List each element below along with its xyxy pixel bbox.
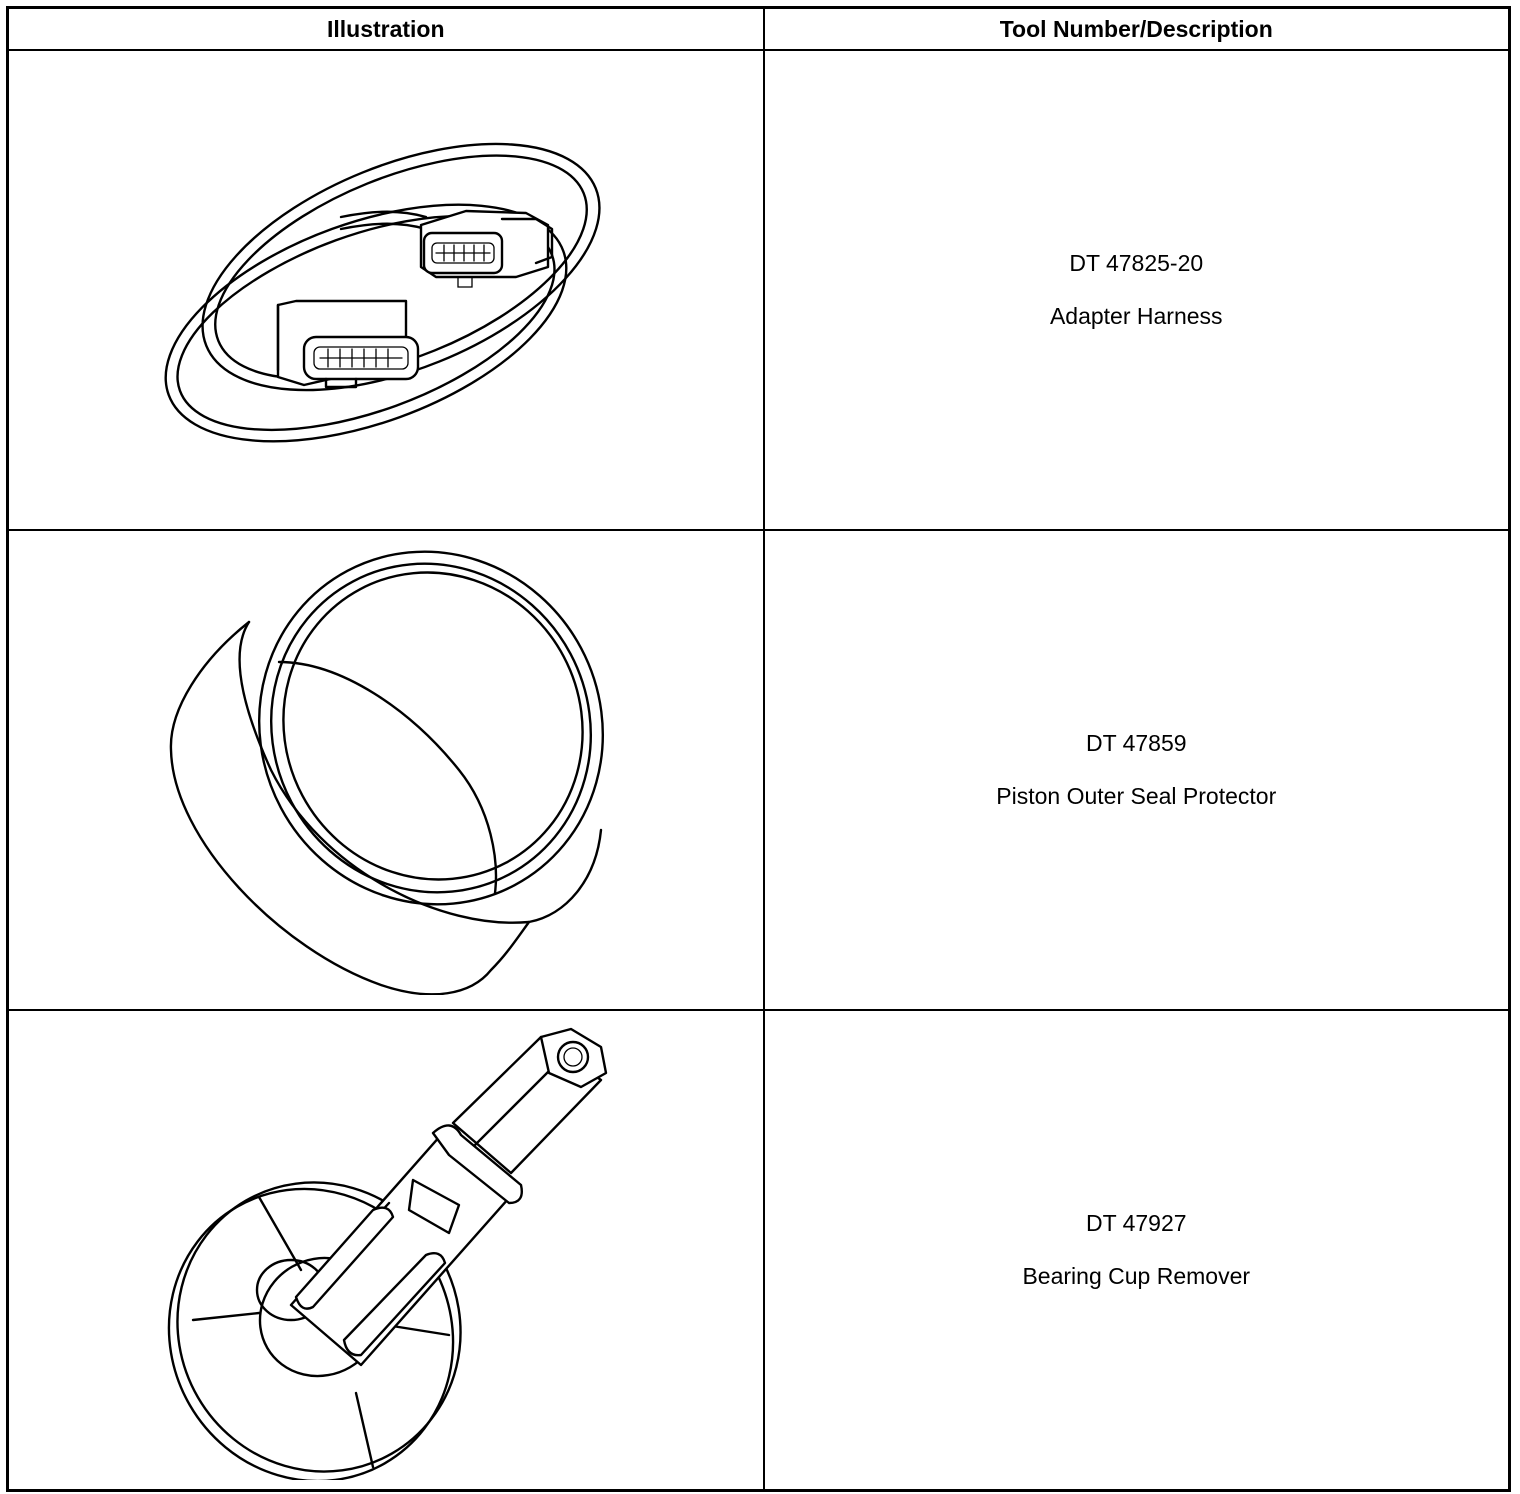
- tool-number: DT 47825-20: [1069, 250, 1204, 276]
- tool-description: DT 47927 Bearing Cup Remover: [765, 1212, 1509, 1288]
- description-cell: DT 47927 Bearing Cup Remover: [762, 1009, 1511, 1492]
- illustration-cell: [6, 529, 765, 1011]
- tool-number: DT 47927: [1085, 1210, 1187, 1236]
- tool-description: DT 47859 Piston Outer Seal Protector: [765, 732, 1509, 808]
- tool-number: DT 47859: [1085, 730, 1187, 756]
- table-row: DT 47825-20 Adapter Harness: [6, 49, 1511, 531]
- header-illustration: Illustration: [6, 6, 765, 51]
- tool-name: Piston Outer Seal Protector: [996, 783, 1277, 809]
- illustration-cell: [6, 1009, 765, 1492]
- adapter-harness-icon: [164, 142, 601, 443]
- header-row: Illustration Tool Number/Description: [6, 6, 1511, 51]
- tool-table: Illustration Tool Number/Description: [6, 6, 1511, 1492]
- table-row: DT 47859 Piston Outer Seal Protector: [6, 529, 1511, 1011]
- table-row: DT 47927 Bearing Cup Remover: [6, 1009, 1511, 1492]
- tool-name: Adapter Harness: [1049, 303, 1223, 329]
- description-cell: DT 47859 Piston Outer Seal Protector: [762, 529, 1511, 1011]
- description-cell: DT 47825-20 Adapter Harness: [762, 49, 1511, 531]
- tool-name: Bearing Cup Remover: [1022, 1263, 1251, 1289]
- illustration-cell: [6, 49, 765, 531]
- bearing-cup-remover-icon: [167, 1027, 607, 1480]
- seal-protector-icon: [169, 550, 604, 995]
- tool-description: DT 47825-20 Adapter Harness: [765, 252, 1509, 328]
- header-tool-number-description: Tool Number/Description: [762, 6, 1511, 51]
